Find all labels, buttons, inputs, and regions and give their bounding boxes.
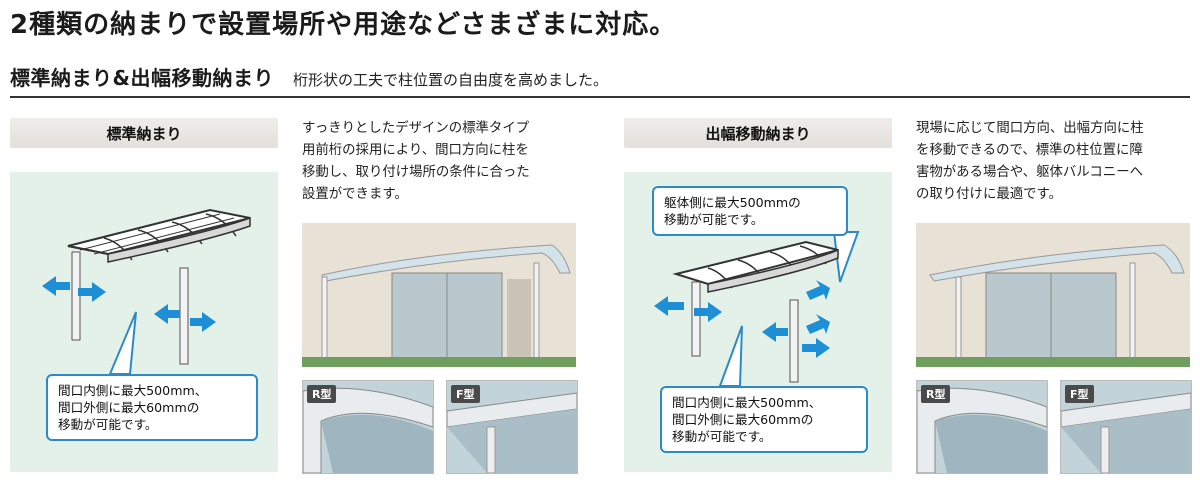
thumb-label: F型 xyxy=(1065,385,1094,403)
callout-line: 移動が可能です。 xyxy=(672,429,772,444)
standard-carport-illustration xyxy=(42,208,251,375)
left-arrow-icon xyxy=(762,322,788,342)
standard-description: すっきりとしたデザインの標準タイプ 用前桁の採用により、間口方向に柱を 移動し、… xyxy=(302,118,592,206)
shift-label-bar: 出幅移動納まり xyxy=(624,118,892,148)
shift-callout-top: 躯体側に最大500mmの 移動が可能です。 xyxy=(652,186,848,236)
roof-icon xyxy=(672,240,839,293)
callout-line: 躯体側に最大500mmの xyxy=(664,195,801,210)
standard-label: 標準納まり xyxy=(106,124,182,143)
right-arrow-icon xyxy=(806,314,830,334)
thumb-label: R型 xyxy=(921,385,951,403)
post-left xyxy=(691,281,701,357)
callout-pointer xyxy=(718,325,743,387)
callout-line: 移動が可能です。 xyxy=(58,417,158,432)
post-right xyxy=(789,299,799,383)
callout-line: 移動が可能です。 xyxy=(664,212,764,227)
right-arrow-icon xyxy=(78,282,106,302)
section-header: 標準納まり&出幅移動納まり 桁形状の工夫で柱位置の自由度を高めました。 xyxy=(10,62,608,91)
standard-install-photo xyxy=(302,223,576,367)
callout-line: 間口内側に最大500mm、 xyxy=(672,395,822,410)
description-line: 移動し、取り付け場所の条件に合った xyxy=(302,165,530,180)
standard-label-bar: 標準納まり xyxy=(10,118,278,148)
callout-line: 間口外側に最大60mmの xyxy=(58,400,200,415)
callout-line: 間口内側に最大500mm、 xyxy=(58,383,208,398)
callout-pointer xyxy=(108,311,137,375)
shift-carport-illustration xyxy=(654,231,860,387)
shift-callout-bottom: 間口内側に最大500mm、 間口外側に最大60mmの 移動が可能です。 xyxy=(660,386,868,453)
section-tagline: 桁形状の工夫で柱位置の自由度を高めました。 xyxy=(293,71,609,89)
standard-callout: 間口内側に最大500mm、 間口外側に最大60mmの 移動が可能です。 xyxy=(46,374,258,441)
standard-thumb-r: R型 xyxy=(302,380,434,474)
right-arrow-icon xyxy=(806,280,830,300)
left-arrow-icon xyxy=(42,276,70,296)
description-line: の取り付けに最適です。 xyxy=(916,187,1062,202)
description-line: すっきりとしたデザインの標準タイプ xyxy=(302,121,530,136)
post-right xyxy=(179,267,189,365)
thumb-label: R型 xyxy=(307,385,337,403)
description-line: 設置ができます。 xyxy=(302,187,408,202)
section-divider xyxy=(10,96,1190,98)
shift-thumb-f: F型 xyxy=(1060,380,1192,474)
callout-line: 間口外側に最大60mmの xyxy=(672,412,814,427)
page-headline: 2種類の納まりで設置場所や用途などさまざまに対応。 xyxy=(10,10,677,40)
description-line: 現場に応じて間口方向、出幅方向に柱 xyxy=(916,121,1144,136)
description-line: を移動できるので、標準の柱位置に障 xyxy=(916,143,1143,158)
section-title: 標準納まり&出幅移動納まり xyxy=(10,66,274,90)
left-arrow-icon xyxy=(154,304,180,324)
shift-install-photo xyxy=(916,223,1190,367)
right-arrow-icon xyxy=(694,302,722,322)
thumb-label: F型 xyxy=(451,385,480,403)
shift-thumb-r: R型 xyxy=(916,380,1048,474)
roof-icon xyxy=(67,208,251,263)
shift-label: 出幅移動納まり xyxy=(705,124,811,143)
description-line: 害物がある場合や、躯体バルコニーへ xyxy=(916,165,1143,180)
right-arrow-icon xyxy=(190,312,216,332)
shift-description: 現場に応じて間口方向、出幅方向に柱 を移動できるので、標準の柱位置に障 害物があ… xyxy=(916,118,1198,206)
left-arrow-icon xyxy=(654,296,684,316)
standard-thumb-f: F型 xyxy=(446,380,578,474)
description-line: 用前桁の採用により、間口方向に柱を xyxy=(302,143,529,158)
right-arrow-icon xyxy=(802,338,830,358)
